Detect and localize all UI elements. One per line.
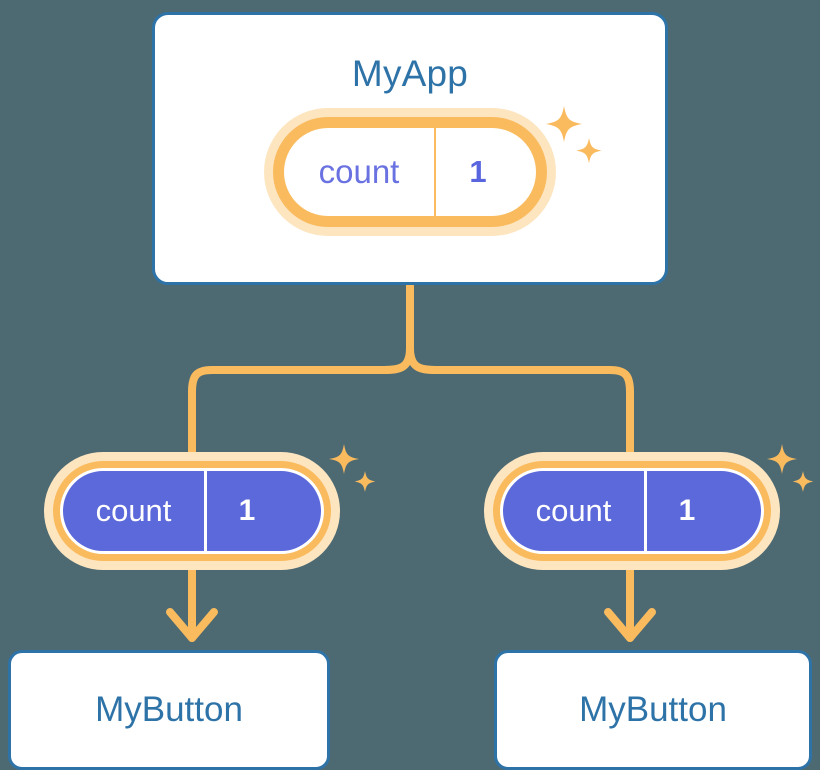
sparkle-small-icon xyxy=(792,471,814,492)
state-pill-body: count 1 xyxy=(60,468,324,554)
connector-branch-left xyxy=(188,344,414,456)
connector-branch-right xyxy=(406,344,634,456)
state-pill-value: 1 xyxy=(469,154,487,189)
state-pill-key: count xyxy=(503,471,647,551)
arrow-right-head xyxy=(604,608,656,642)
node-label: MyButton xyxy=(579,690,727,729)
arrow-left-head xyxy=(166,608,218,642)
state-pill-key: count xyxy=(284,128,436,216)
state-pill-right-button[interactable]: count 1 xyxy=(484,452,780,570)
node-label: MyButton xyxy=(95,690,243,729)
sparkle-small-icon xyxy=(354,471,376,492)
node-mybutton-right[interactable]: MyButton xyxy=(494,650,812,770)
state-pill-body: count 1 xyxy=(284,128,536,216)
page-title: MyApp xyxy=(351,53,469,94)
state-pill-value: 1 xyxy=(678,494,696,527)
state-pill-key: count xyxy=(63,471,207,551)
state-pill-body: count 1 xyxy=(500,468,764,554)
state-pill-myapp[interactable]: count 1 xyxy=(264,108,556,236)
state-pill-left-button[interactable]: count 1 xyxy=(44,452,340,570)
node-mybutton-left[interactable]: MyButton xyxy=(8,650,330,770)
state-pill-value: 1 xyxy=(238,494,256,527)
